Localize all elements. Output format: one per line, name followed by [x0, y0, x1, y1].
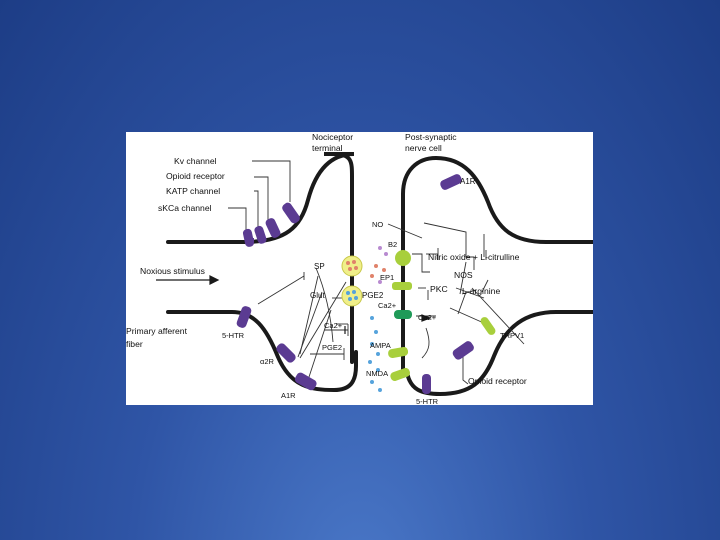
postsynaptic-membrane-upper [401, 155, 593, 378]
alpha2r-label: α2R [260, 357, 275, 366]
signaling-lines [387, 223, 525, 385]
ca-post-label-1: Ca2+ [378, 301, 397, 310]
opioid-receptor-top-label: Opioid receptor [166, 171, 225, 181]
vesicles [341, 255, 363, 307]
synapse-diagram: Nociceptor terminal Post-synaptic nerve … [126, 132, 593, 405]
trpv1-label: TRPV1 [500, 331, 524, 340]
ampa-receptor-icon [388, 346, 409, 359]
transmitter-dots [368, 246, 388, 392]
postsynaptic-label-2: nerve cell [405, 143, 442, 153]
ampa-label: AMPA [370, 341, 391, 350]
a1r-right-label: A1R [460, 177, 476, 186]
nmda-receptor-icon [390, 367, 410, 381]
katp-channel-icon [254, 225, 267, 244]
a1r-left-icon [294, 372, 317, 391]
noxious-stimulus-label: Noxious stimulus [140, 266, 205, 276]
opioid-receptor-bottom-icon [452, 341, 474, 360]
kv-channel-label: Kv channel [174, 156, 217, 166]
postsynaptic-membrane-lower [405, 310, 593, 397]
nociceptor-terminal-label-1: Nociceptor [312, 132, 353, 142]
primary-afferent-label-1: Primary afferent [126, 326, 188, 336]
ep1-label: EP1 [380, 273, 394, 282]
ep1-receptor-icon [392, 282, 412, 290]
glut-vesicle [341, 285, 363, 307]
b2-receptor-icon [395, 250, 411, 266]
nociceptor-terminal-label-2: terminal [312, 143, 343, 153]
trpv1-icon [480, 317, 496, 335]
sp-label: SP [314, 262, 325, 271]
postsynaptic-label-1: Post-synaptic [405, 132, 457, 142]
leader-lines [228, 160, 485, 343]
no-label: NO [372, 220, 383, 229]
pge2-terminal-label: PGE2 [322, 343, 342, 352]
kv-channel-icon [282, 202, 300, 224]
primary-afferent-label-2: fiber [126, 339, 143, 349]
htr-bottom-icon [422, 374, 431, 394]
katp-channel-label: KATP channel [166, 186, 220, 196]
glut-label: Glut [310, 291, 325, 300]
pge2-vesicle-label: PGE2 [362, 291, 384, 300]
labels: Nociceptor terminal Post-synaptic nerve … [126, 132, 527, 405]
inhibition-lines [257, 272, 349, 381]
htr-left-label: 5-HTR [222, 331, 245, 340]
alpha2r-icon [276, 343, 296, 363]
a1r-left-label: A1R [281, 391, 296, 400]
a1r-right-icon [440, 174, 462, 190]
opioid-receptor-top-icon [265, 218, 281, 238]
sp-vesicle [341, 255, 363, 277]
green-receptors [388, 250, 496, 381]
l-arginine-label: L-arginine [462, 286, 500, 296]
opioid-receptor-bottom-label: Opioid receptor [468, 376, 527, 386]
ca-terminal-label: Ca2+ [324, 321, 343, 330]
nmda-label: NMDA [366, 369, 388, 378]
receptors [236, 174, 474, 394]
nitric-oxide-label: Nitric oxide + L-citrulline [428, 252, 520, 262]
ca-post-label-2: Ca2+ [418, 313, 437, 322]
nos-label: NOS [454, 270, 473, 280]
htr-bottom-label: 5-HTR [416, 397, 439, 405]
nociceptor-membrane-upper [166, 152, 355, 364]
b2-label: B2 [388, 240, 397, 249]
skca-channel-icon [242, 228, 255, 247]
htr-left-icon [236, 306, 252, 328]
calcium-channel-icon [394, 310, 412, 319]
pkc-label: PKC [430, 284, 448, 294]
diagram-canvas: Nociceptor terminal Post-synaptic nerve … [126, 132, 593, 405]
membranes [166, 152, 593, 397]
skca-channel-label: sKCa channel [158, 203, 212, 213]
